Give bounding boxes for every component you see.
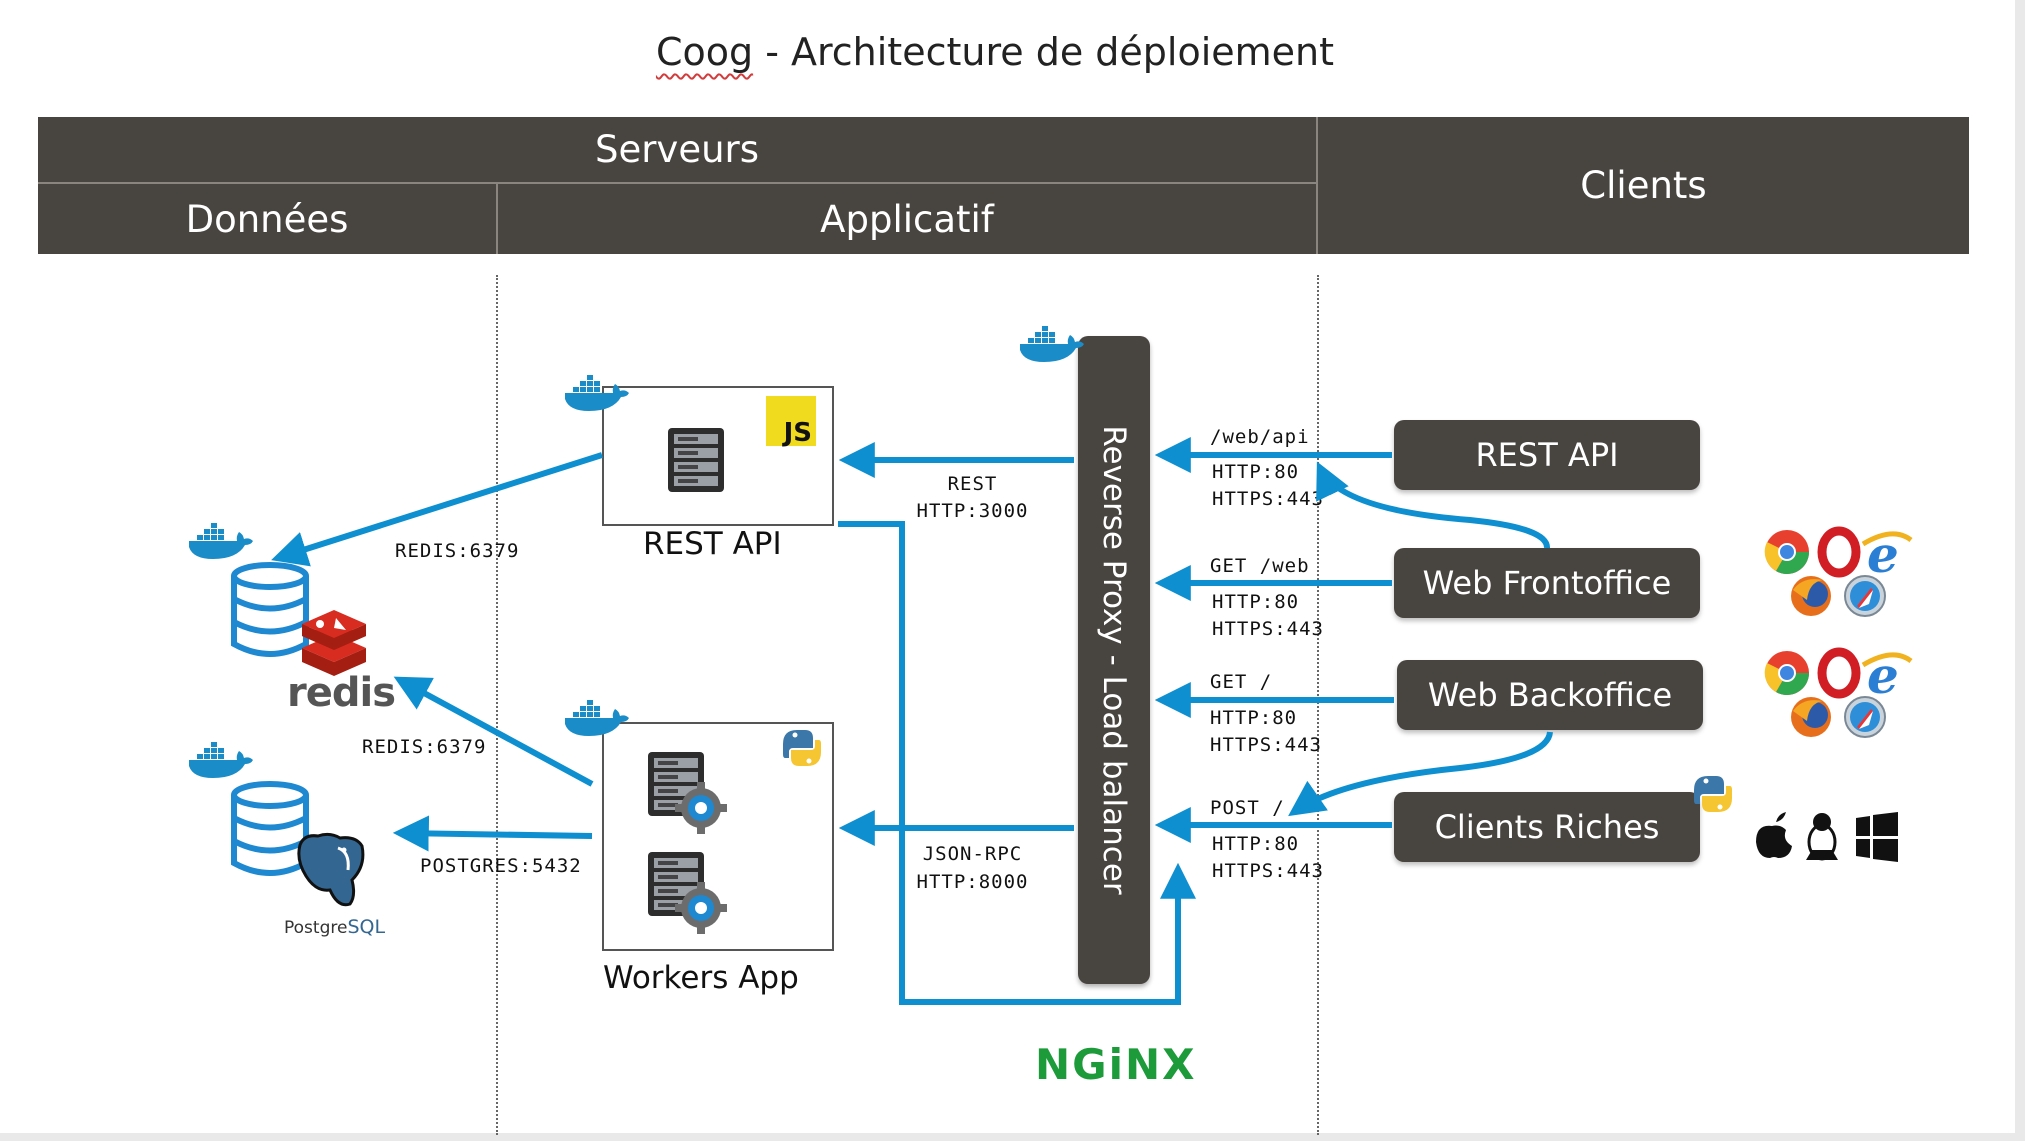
python-icon — [783, 730, 821, 766]
browsers-icon — [1765, 646, 1911, 737]
linux-icon — [1806, 813, 1838, 861]
route-web-api-http: HTTP:80 — [1212, 461, 1300, 483]
route-post-root: POST / — [1210, 797, 1285, 819]
header-applicatif: Applicatif — [498, 184, 1316, 254]
arrow-backoffice-to-post — [1288, 731, 1553, 817]
docker-icon — [189, 742, 253, 778]
nginx-logo: NGiNX — [1035, 1040, 1197, 1089]
arrow-rest-api-to-proxy-loop — [838, 521, 1196, 1005]
route-web-api: /web/api — [1210, 426, 1310, 448]
edge-label-http-8000: HTTP:8000 — [916, 871, 1029, 893]
header-clients: Clients — [1318, 117, 1969, 254]
client-web-frontoffice[interactable]: Web Frontoffice — [1394, 548, 1700, 618]
edge-label-jsonrpc: JSON-RPC — [922, 843, 1023, 865]
route-post-root-http: HTTP:80 — [1212, 833, 1300, 855]
redis-database-icon — [234, 565, 306, 654]
postgresql-wordmark-prefix: Postgre — [284, 918, 348, 938]
page-edge-right — [2015, 0, 2025, 1141]
redis-wordmark: redis — [287, 670, 396, 716]
apple-icon — [1756, 812, 1792, 858]
postgresql-wordmark-suffix: SQL — [347, 916, 386, 938]
client-web-backoffice[interactable]: Web Backoffice — [1397, 660, 1703, 730]
javascript-icon — [766, 396, 816, 446]
docker-icon — [565, 700, 629, 736]
title-rest: - Architecture de déploiement — [753, 30, 1335, 74]
reverse-proxy-bar — [1078, 336, 1150, 984]
header-serveurs: Serveurs — [38, 117, 1316, 182]
diagram-title: Coog - Architecture de déploiement — [0, 30, 1990, 74]
postgres-database-icon — [234, 784, 306, 873]
client-rest-api[interactable]: REST API — [1394, 420, 1700, 490]
route-get-web: GET /web — [1210, 555, 1310, 577]
edge-label-postgres: POSTGRES:5432 — [420, 855, 582, 877]
redis-logo-icon — [302, 610, 366, 676]
browsers-icon — [1765, 525, 1911, 616]
route-get-root-https: HTTPS:443 — [1210, 734, 1322, 756]
docker-icon — [565, 375, 629, 411]
windows-icon — [1856, 812, 1898, 862]
route-get-root: GET / — [1210, 671, 1273, 693]
postgresql-wordmark: PostgreSQL — [284, 916, 385, 938]
page-edge-bottom — [0, 1133, 2025, 1141]
server-icon — [668, 428, 724, 492]
column-separator-data — [496, 275, 498, 1135]
javascript-icon-label: JS — [782, 418, 812, 448]
docker-icon — [189, 523, 253, 559]
header-divider-vertical — [496, 184, 498, 254]
route-post-root-https: HTTPS:443 — [1212, 860, 1324, 882]
title-prefix: Coog — [655, 30, 754, 74]
route-web-api-https: HTTPS:443 — [1212, 488, 1324, 510]
edge-label-redis-1: REDIS:6379 — [395, 540, 520, 562]
column-separator-clients — [1317, 275, 1319, 1135]
python-icon — [1694, 776, 1732, 812]
route-get-root-http: HTTP:80 — [1210, 707, 1298, 729]
client-clients-riches[interactable]: Clients Riches — [1394, 792, 1700, 862]
header-divider-clients — [1316, 117, 1318, 254]
edge-label-rest: REST — [947, 473, 998, 495]
rest-api-node-label: REST API — [643, 526, 782, 562]
route-get-web-https: HTTPS:443 — [1212, 618, 1324, 640]
arrow-workers-to-postgres — [392, 815, 593, 852]
postgresql-elephant-icon — [297, 832, 365, 907]
arrow-workers-to-redis — [393, 676, 594, 787]
edge-label-http-3000: HTTP:3000 — [916, 500, 1029, 522]
workers-app-node-label: Workers App — [603, 960, 799, 996]
arrow-rest-api-to-redis — [271, 452, 603, 567]
edge-label-redis-2: REDIS:6379 — [362, 736, 487, 758]
docker-icon — [1020, 326, 1084, 362]
header-divider-horizontal — [38, 182, 1316, 184]
arrow-frontoffice-to-web-api — [1316, 461, 1550, 549]
header-donnees: Données — [38, 184, 496, 254]
route-get-web-http: HTTP:80 — [1212, 591, 1300, 613]
